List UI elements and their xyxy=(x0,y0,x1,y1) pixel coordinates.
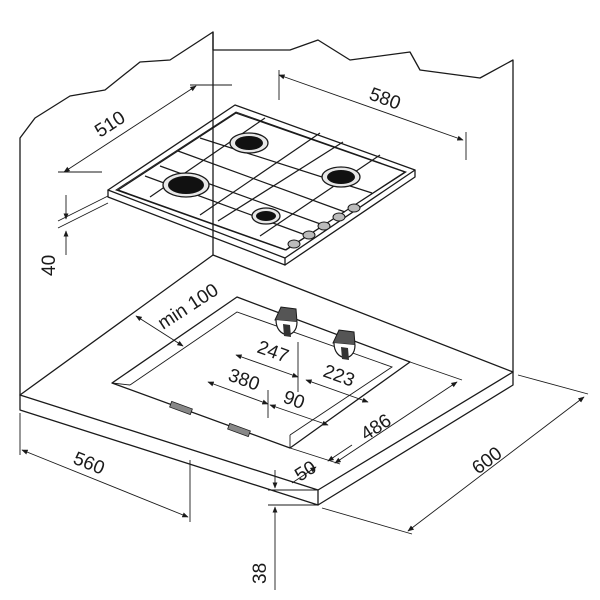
label-560: 560 xyxy=(70,448,107,479)
label-247: 247 xyxy=(254,337,291,368)
dim-counter-thickness: 38 xyxy=(250,470,318,590)
burner-left-large xyxy=(162,172,210,198)
wall-outline xyxy=(19,31,514,396)
label-min-100: min 100 xyxy=(154,280,222,334)
label-510: 510 xyxy=(91,107,129,142)
control-knobs xyxy=(287,203,361,249)
label-50: 50 xyxy=(291,457,320,486)
pan-grate xyxy=(116,112,407,251)
dim-cutout-depth: 380 90 xyxy=(207,365,329,426)
label-38: 38 xyxy=(250,563,271,584)
clip-1 xyxy=(169,400,193,416)
burner-right xyxy=(321,166,361,188)
burner-back xyxy=(229,132,269,154)
label-580: 580 xyxy=(366,84,403,115)
label-486: 486 xyxy=(357,410,395,445)
clip-2 xyxy=(227,422,251,438)
gas-connector-1 xyxy=(274,306,298,337)
dim-counter-width: 600 xyxy=(321,374,589,535)
label-40: 40 xyxy=(39,255,60,276)
hob xyxy=(107,104,416,266)
gas-connector-2 xyxy=(332,329,356,360)
dim-counter-depth: 560 xyxy=(19,413,191,522)
label-600: 600 xyxy=(468,443,506,479)
dim-hob-width: 580 xyxy=(278,70,467,160)
label-380: 380 xyxy=(225,365,262,396)
dim-hob-height: 40 xyxy=(39,195,109,276)
burner-front-small xyxy=(251,207,281,225)
